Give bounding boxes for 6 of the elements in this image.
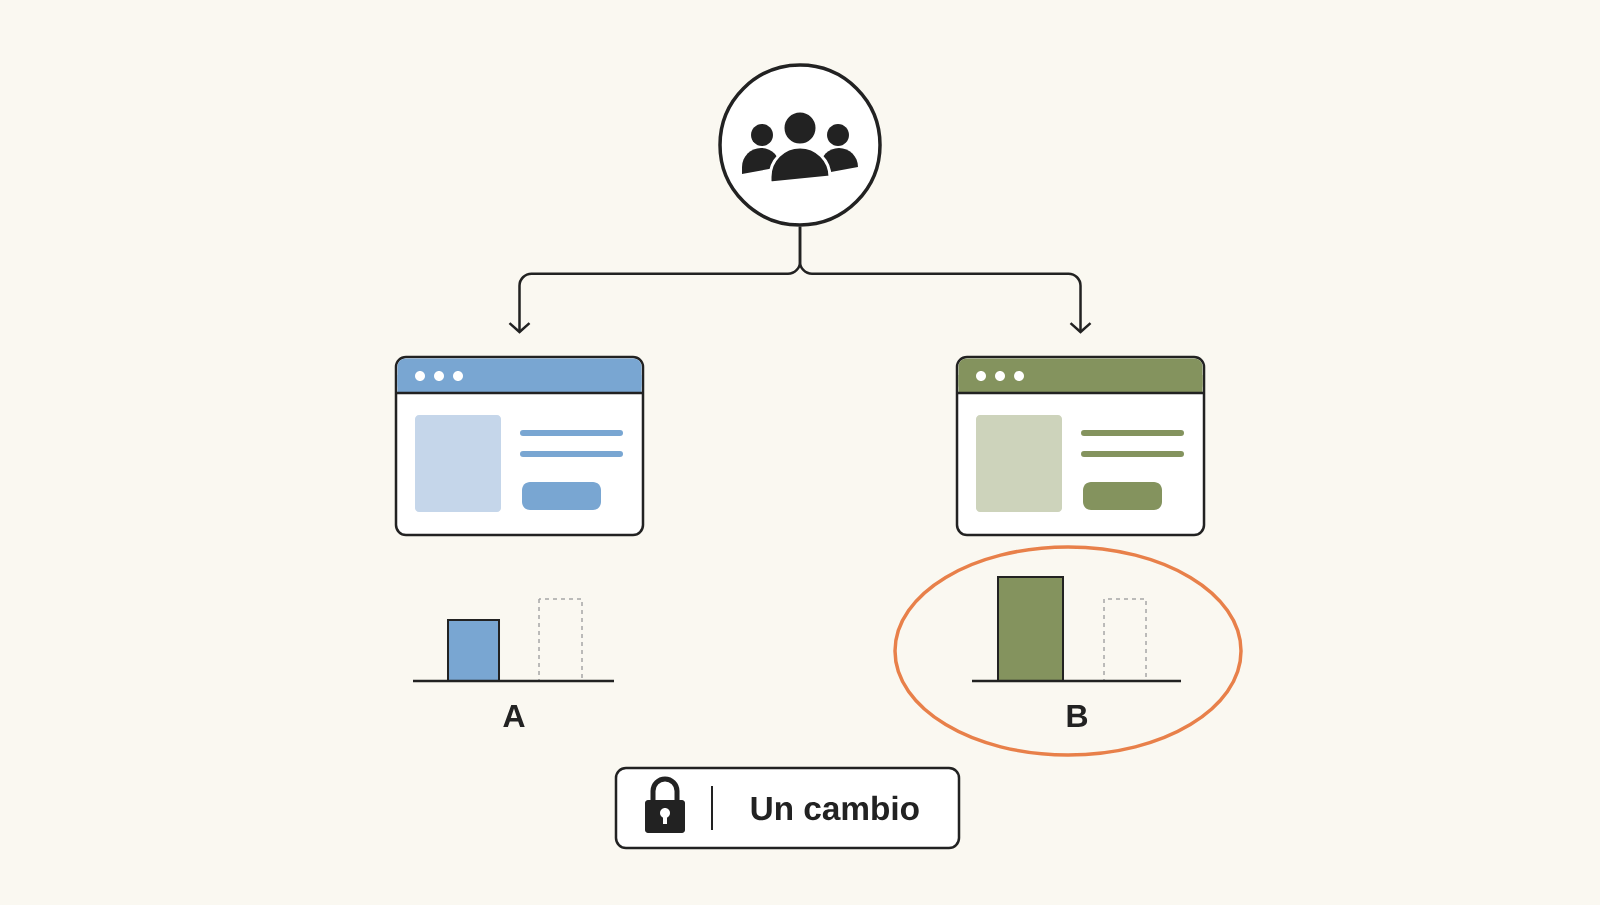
chart-label: B xyxy=(1067,705,1088,727)
chart-label: A xyxy=(503,705,525,727)
label-box: Un cambio xyxy=(614,766,961,850)
arrow xyxy=(798,226,1092,334)
browser-window xyxy=(394,355,645,537)
browser-window xyxy=(955,355,1206,537)
